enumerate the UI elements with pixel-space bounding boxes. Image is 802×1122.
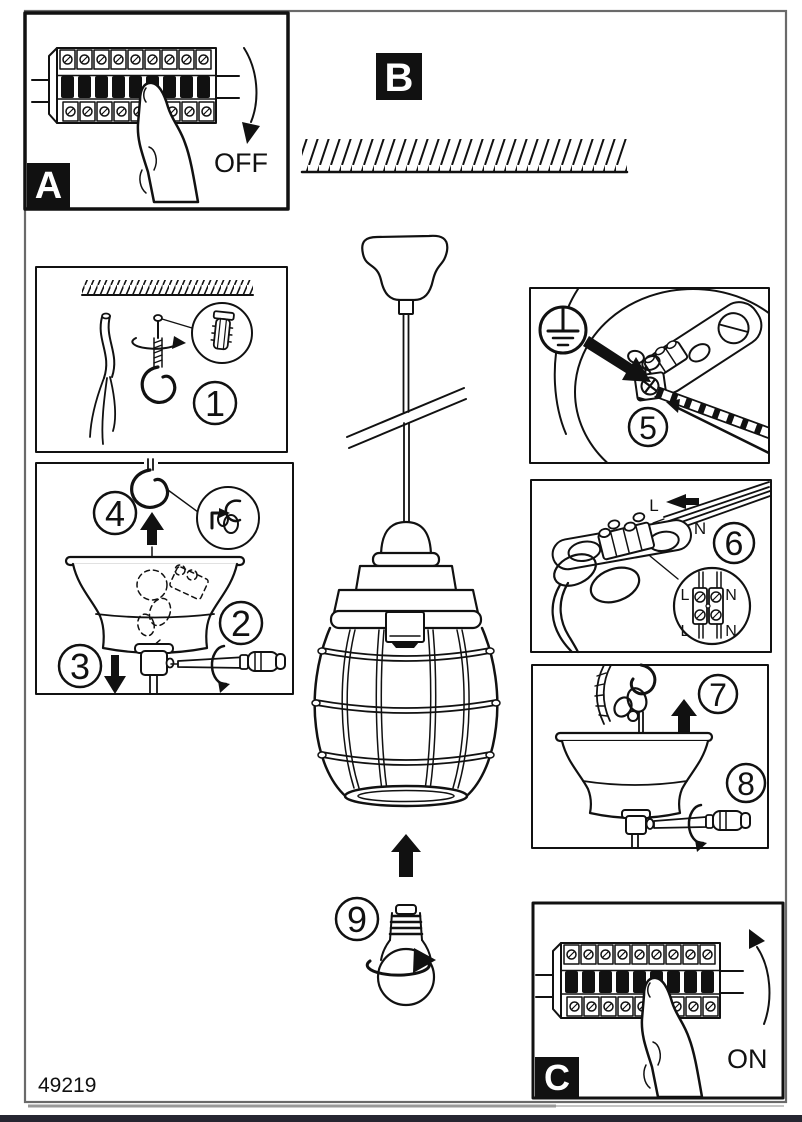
inset-live-bottom-label: L — [681, 623, 690, 640]
wall-anchor-inset — [191, 302, 253, 364]
off-label: OFF — [214, 148, 268, 178]
arrow-up-icon — [391, 834, 421, 877]
panel-steps234-canopy: 4 — [35, 458, 294, 695]
step-7-number: 7 — [709, 677, 727, 713]
protective-cage-icon — [311, 611, 501, 808]
mains-cable-icon — [89, 312, 117, 445]
panel-c-letter: C — [544, 1057, 570, 1098]
inset-neutral-top-label: N — [725, 587, 737, 604]
cord-grip-icon — [621, 809, 655, 848]
ceiling-canopy-icon — [361, 234, 449, 315]
step-2-badge: 2 — [218, 600, 264, 646]
wire-loop — [641, 354, 661, 372]
inset-live-top-label: L — [681, 587, 690, 604]
step-1-badge: 1 — [192, 380, 238, 426]
step-8-number: 8 — [737, 766, 755, 802]
screwdriver-icon — [170, 651, 286, 672]
inset-neutral-bottom-label: N — [725, 623, 737, 640]
hook-and-loop-icon — [594, 663, 657, 736]
rotate-arrow-icon — [687, 803, 707, 852]
rotate-arrow-icon — [210, 644, 230, 693]
panel-c-badge — [535, 1057, 579, 1098]
step-5-number: 5 — [639, 410, 657, 446]
step-6-number: 6 — [725, 525, 744, 563]
page-bottom-edge — [0, 1115, 802, 1122]
panel-c-breaker-on: ON C — [531, 901, 785, 1100]
step-8-badge: 8 — [725, 762, 767, 804]
hook-detail-inset — [196, 486, 260, 550]
on-label: ON — [727, 1044, 768, 1074]
terminal-detail-inset: L N L N — [672, 566, 752, 646]
step-9-badge: 9 — [334, 896, 380, 942]
step-5-badge: 5 — [627, 406, 669, 448]
article-number: 49219 — [38, 1074, 96, 1097]
cage-clip — [385, 611, 425, 643]
panel-step6-wiring: L N L N — [530, 479, 772, 654]
earth-symbol-icon — [538, 305, 588, 355]
terminal-block-icon — [597, 512, 655, 561]
wire-arrow-icon — [666, 494, 699, 509]
panel-steps78-mount: 7 8 — [531, 663, 769, 852]
inset-leader-line — [161, 318, 193, 329]
ceiling-hatch-small — [81, 280, 254, 296]
step-3-badge: 3 — [57, 643, 103, 689]
hook-gap — [144, 459, 158, 468]
panel-step5-earth: 5 — [529, 287, 770, 464]
light-bulb-icon — [365, 904, 436, 1007]
inset-leader-line — [649, 555, 679, 580]
earth-pointer-arrow-icon — [583, 336, 651, 382]
ceiling-hatch — [300, 139, 629, 174]
turn-arrow-icon — [219, 508, 230, 518]
canopy-inside-view — [574, 289, 768, 462]
suspension-cord — [346, 313, 467, 523]
panel-b-letter: B — [385, 56, 414, 100]
ceiling-hook-icon — [140, 314, 177, 404]
panel-a-letter: A — [35, 165, 62, 207]
step-2-number: 2 — [231, 603, 251, 644]
rotate-arrow-icon — [131, 336, 186, 350]
lamp-wire-loops — [551, 553, 641, 654]
sheet-border — [23, 9, 788, 1104]
step-3-number: 3 — [70, 646, 90, 687]
panel-b-badge — [376, 53, 422, 100]
arrow-up-curved-icon — [749, 929, 771, 1025]
step-6-badge: 6 — [712, 521, 756, 565]
neutral-label: N — [694, 519, 706, 538]
hook-icon — [130, 458, 170, 509]
step-1-number: 1 — [205, 383, 225, 424]
arrow-down-icon — [104, 655, 126, 694]
panel-b-ceiling: B — [300, 53, 629, 174]
wire-insert-arrow-icon — [666, 399, 768, 454]
step-4-badge: 4 — [92, 490, 138, 536]
inset-leader-line — [167, 489, 199, 513]
length-break-mark — [348, 398, 467, 449]
wall-anchor-icon — [210, 310, 235, 351]
panel-a-breaker-off: OFF A — [23, 11, 290, 211]
length-break-mark — [346, 387, 465, 438]
panel-step1-hook: 1 — [35, 266, 288, 453]
step-7-badge: 7 — [697, 673, 739, 715]
step-4-number: 4 — [105, 493, 125, 534]
arrow-up-icon — [671, 699, 697, 737]
pendant-lamp-illustration: 9 — [311, 234, 501, 1007]
live-label: L — [649, 496, 658, 515]
rotate-arrow-icon — [365, 948, 436, 977]
step-9-number: 9 — [347, 899, 367, 940]
arrow-down-icon — [242, 47, 260, 144]
cord-grip-icon — [134, 643, 175, 694]
panel-a-badge — [27, 163, 70, 208]
